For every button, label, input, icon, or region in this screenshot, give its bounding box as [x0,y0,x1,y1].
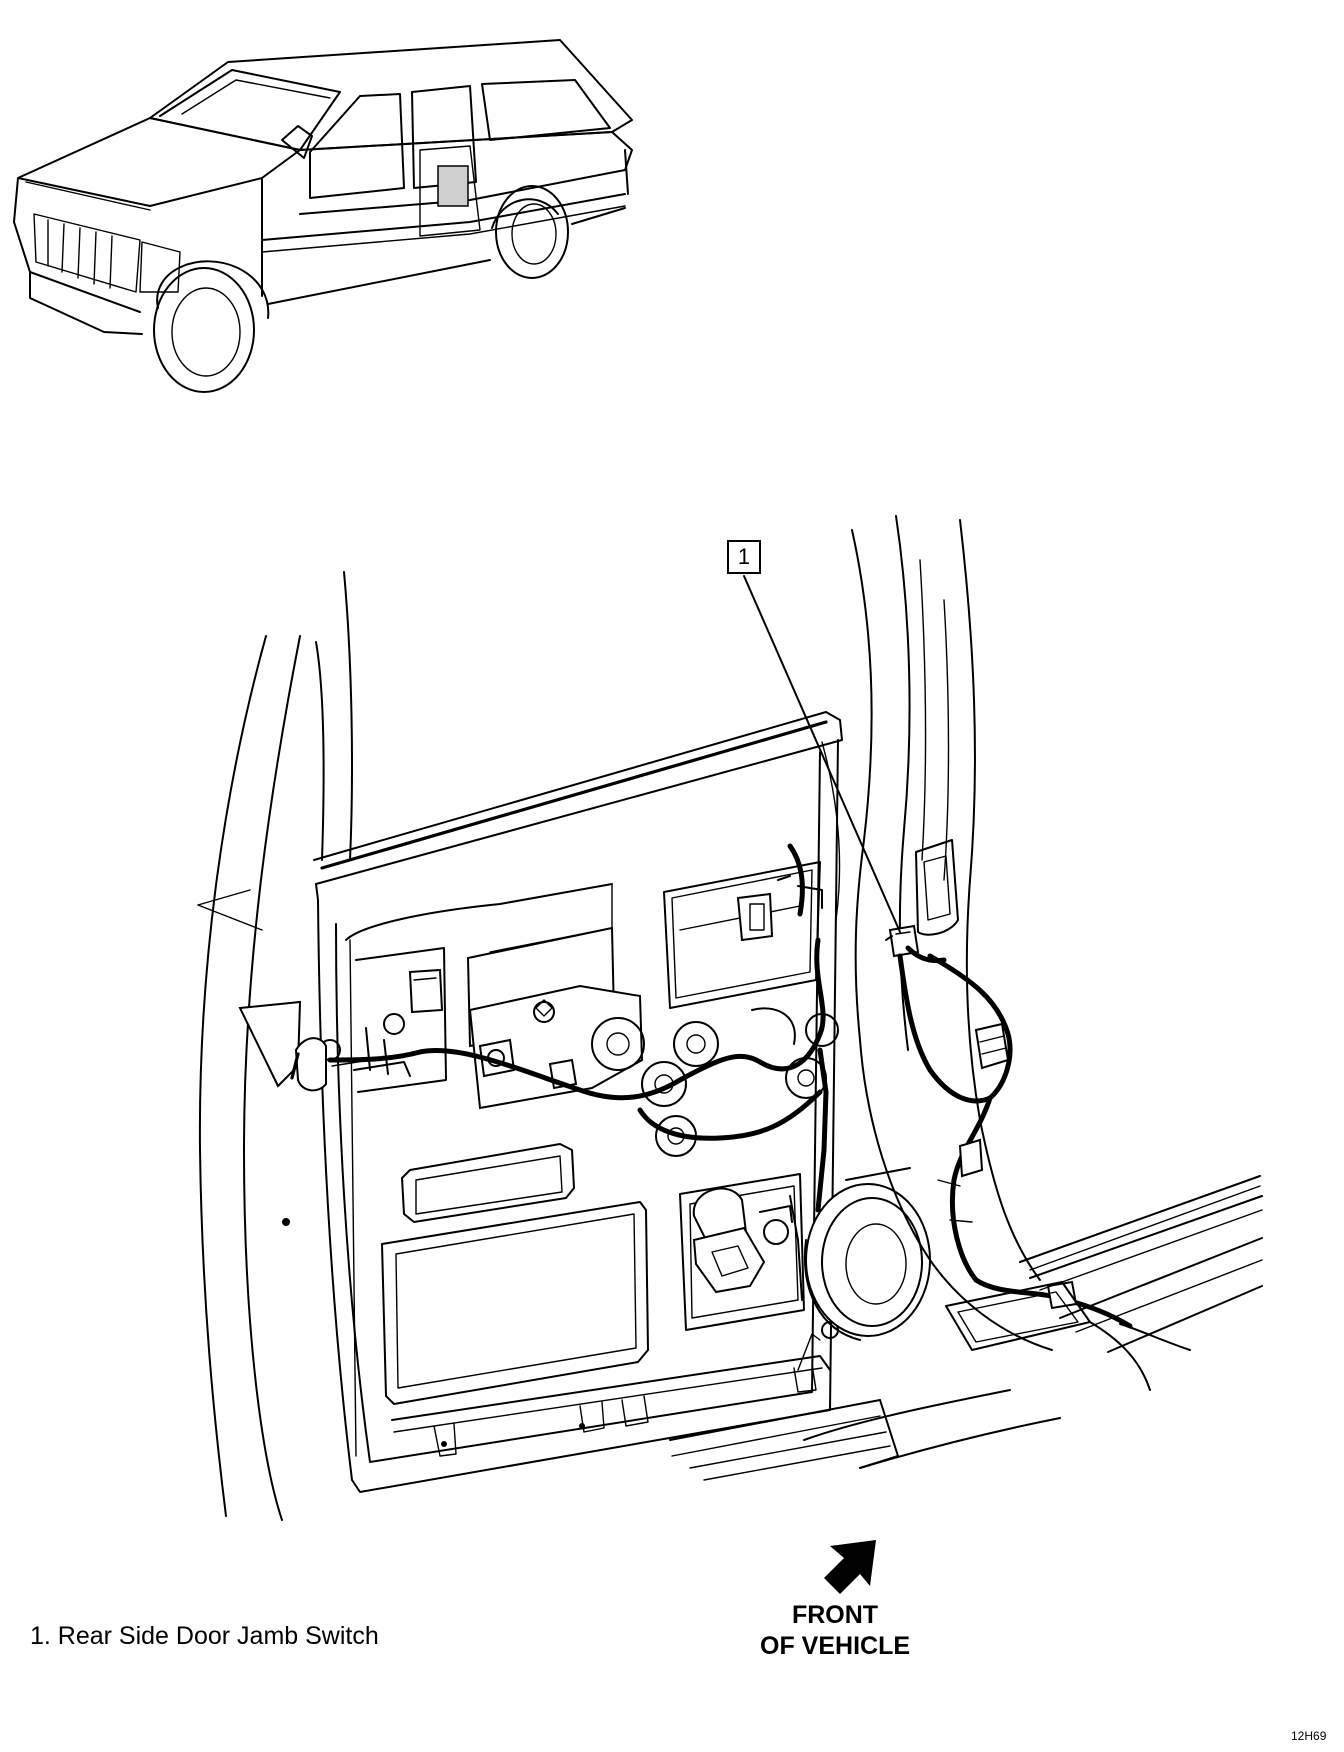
front-label-line-2: OF VEHICLE [760,1632,911,1660]
arrow-up-right-icon [824,1540,876,1594]
legend-item-1: 1. Rear Side Door Jamb Switch [30,1622,379,1650]
front-of-vehicle-label: FRONT OF VEHICLE [760,1600,910,1662]
figure-code: 12H69 [1291,1729,1327,1743]
front-label-line-1: FRONT [791,1601,879,1629]
door-opening-detail-illustration [197,515,1263,1521]
callout-number: 1 [737,544,751,569]
callout-label-1: 1 [727,540,761,574]
vehicle-overview-illustration [13,39,633,393]
